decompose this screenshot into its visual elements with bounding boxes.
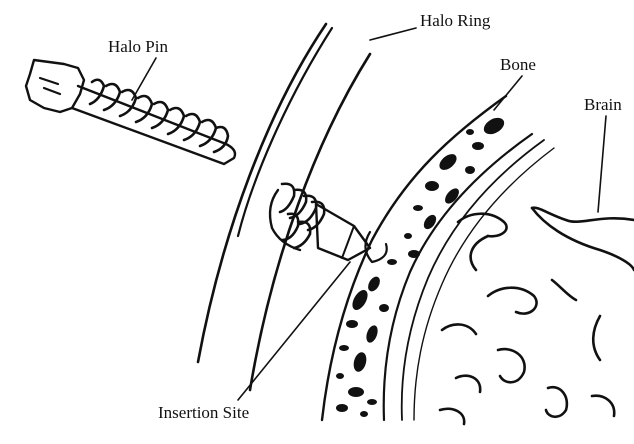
- brain-gyri: [440, 208, 634, 424]
- leader-insertion-site: [238, 262, 350, 400]
- leader-brain: [598, 116, 606, 212]
- label-insertion-site: Insertion Site: [158, 403, 249, 422]
- leader-halo-pin: [132, 58, 156, 100]
- halo-pin-inserted: [270, 184, 370, 260]
- label-halo-ring: Halo Ring: [420, 11, 491, 30]
- bone-layer: [322, 96, 554, 420]
- halo-ring-outer-arc: [198, 24, 326, 362]
- halo-ring-inner-arc: [250, 54, 370, 390]
- leader-lines: [132, 28, 606, 400]
- label-halo-pin: Halo Pin: [108, 37, 168, 56]
- leader-bone: [494, 76, 522, 110]
- label-bone: Bone: [500, 55, 536, 74]
- pin-head-slot: [40, 78, 60, 94]
- label-brain: Brain: [584, 95, 622, 114]
- halo-pin-loose: [26, 60, 235, 164]
- inserted-pin-tip-edge: [342, 226, 354, 258]
- pin-head: [26, 60, 84, 112]
- pin-shank: [72, 86, 235, 164]
- leader-halo-ring: [370, 28, 416, 40]
- halo-ring: [198, 24, 370, 390]
